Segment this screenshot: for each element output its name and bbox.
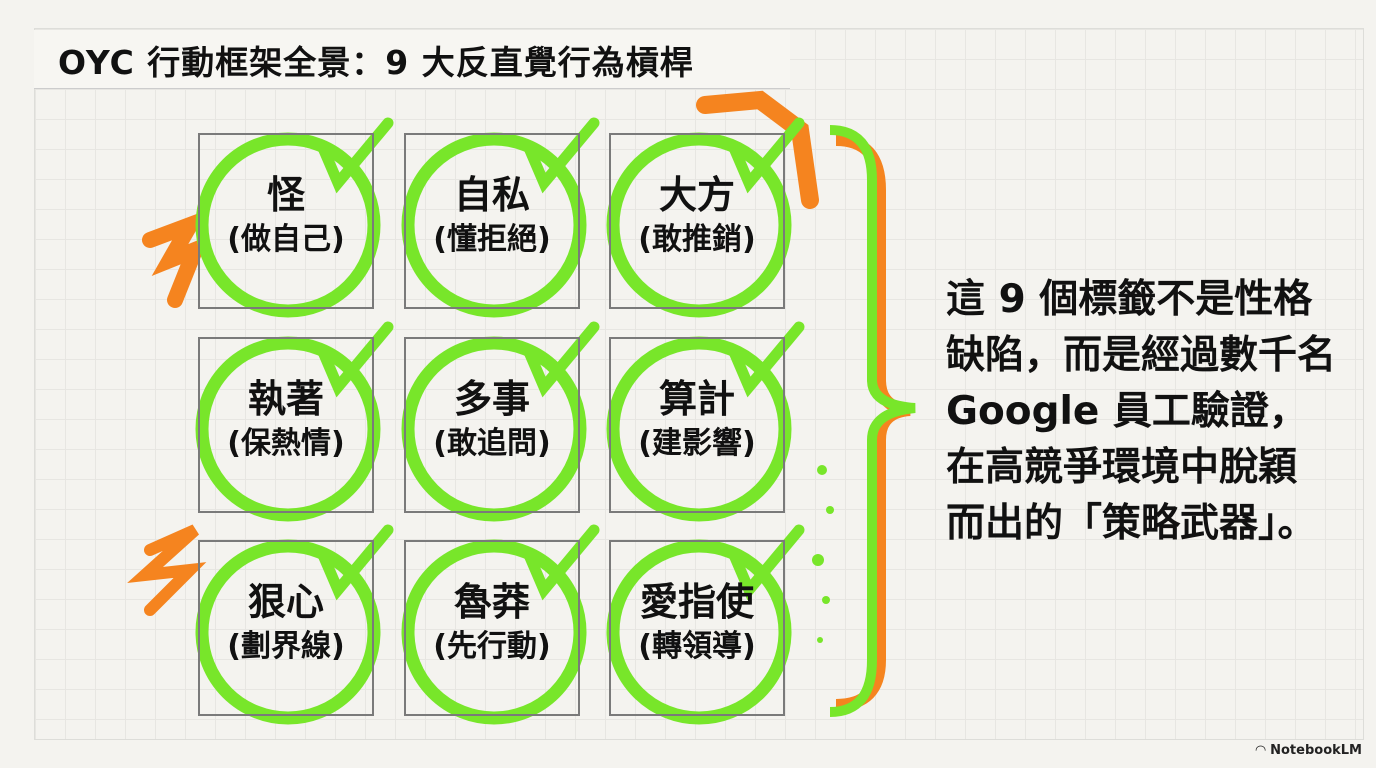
trait-name: 怪 [266, 173, 305, 217]
trait-cell: 執著 (保熱情) [195, 321, 394, 522]
cell-frame [404, 133, 580, 309]
green-check-circle-icon [606, 117, 805, 318]
trait-name: 大方 [658, 173, 735, 217]
trait-name: 多事 [453, 377, 530, 421]
cell-frame [609, 337, 785, 513]
orange-zigzag-left-bottom [127, 524, 207, 616]
trait-cell: 魯莽 (先行動) [401, 524, 600, 725]
brand-label: NotebookLM [1270, 743, 1362, 758]
trait-reframe: (敢推銷) [638, 222, 756, 257]
trait-name: 狠心 [247, 580, 324, 624]
green-check-circle-icon [195, 524, 394, 725]
green-check-circle-icon [195, 321, 394, 522]
summary-line: Google 員工驗證， [946, 389, 1308, 434]
notebooklm-icon: ◠ [1255, 743, 1271, 758]
trait-cell: 狠心 (劃界線) [195, 524, 394, 725]
green-splatter [812, 465, 834, 643]
green-brace [829, 125, 916, 717]
trait-cell: 多事 (敢追問) [401, 321, 600, 522]
summary-line: 這 9 個標籤不是性格 [946, 277, 1313, 322]
orange-splash-left-top [142, 209, 210, 308]
trait-cell: 怪 (做自己) [195, 117, 394, 318]
green-check-circle-icon [401, 524, 600, 725]
trait-name: 算計 [658, 377, 735, 421]
trait-name: 執著 [247, 377, 324, 421]
trait-name: 自私 [453, 173, 530, 217]
trait-cell: 算計 (建影響) [606, 321, 805, 522]
cell-frame [404, 540, 580, 716]
green-check-circle-icon [401, 321, 600, 522]
cell-frame [198, 133, 374, 309]
green-check-circle-icon [195, 117, 394, 318]
trait-reframe: (敢追問) [433, 426, 551, 461]
trait-reframe: (保熱情) [227, 426, 345, 461]
trait-name: 愛指使 [639, 580, 754, 624]
trait-reframe: (轉領導) [638, 629, 756, 664]
trait-cell: 自私 (懂拒絕) [401, 117, 600, 318]
orange-splash-top-right [696, 90, 819, 209]
cell-frame [609, 540, 785, 716]
cell-frame [404, 337, 580, 513]
trait-cell: 愛指使 (轉領導) [606, 524, 805, 725]
summary-line: 而出的「策略武器」。 [946, 501, 1317, 546]
green-check-circle-icon [401, 117, 600, 318]
trait-cell: 大方 (敢推銷) [606, 117, 805, 318]
cell-frame [609, 133, 785, 309]
trait-reframe: (劃界線) [227, 629, 345, 664]
page-title: OYC 行動框架全景：9 大反直覺行為槓桿 [58, 43, 694, 82]
summary-line: 缺陷，而是經過數千名 [946, 333, 1337, 378]
trait-reframe: (先行動) [433, 629, 551, 664]
green-check-circle-icon [606, 321, 805, 522]
title-bar [34, 30, 790, 89]
trait-name: 魯莽 [453, 580, 530, 624]
trait-reframe: (做自己) [227, 222, 345, 257]
summary-line: 在高競爭環境中脫穎 [946, 445, 1298, 490]
cell-frame [198, 540, 374, 716]
trait-reframe: (建影響) [638, 426, 756, 461]
notebooklm-logo: ◠ NotebookLM [1256, 743, 1362, 758]
trait-reframe: (懂拒絕) [433, 222, 551, 257]
summary-text: 這 9 個標籤不是性格 缺陷，而是經過數千名 Google 員工驗證， 在高競爭… [946, 272, 1366, 552]
cell-frame [198, 337, 374, 513]
green-check-circle-icon [606, 524, 805, 725]
